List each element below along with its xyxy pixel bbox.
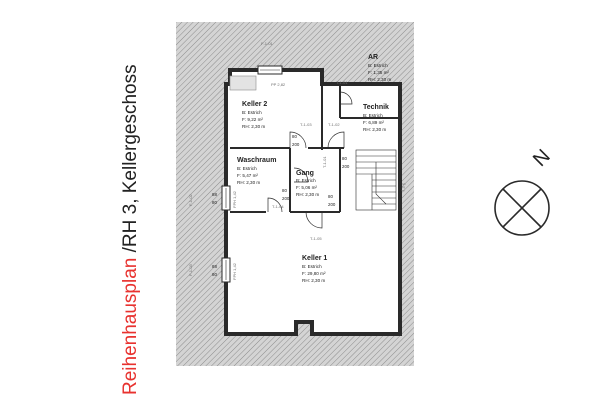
room-line: RH: 2,30 m: [237, 180, 260, 185]
room-name: Gang: [296, 170, 314, 177]
room-name: Technik: [363, 104, 389, 111]
dim-80: 80: [282, 188, 287, 193]
room-line: F: 6,89 m²: [363, 120, 384, 125]
room-line: B: Estrich: [296, 178, 316, 183]
interior-walls: [230, 84, 400, 213]
room-line: RH: 2,30 m: [242, 124, 265, 129]
window-sills: [225, 69, 280, 280]
room-line: RH: 2,30 m: [296, 192, 319, 197]
dim-200: 200: [342, 164, 350, 169]
floor-plan: Keller 2 B: Estrich F: 9,22 m² RH: 2,30 …: [176, 22, 414, 366]
dim-88: 88: [212, 264, 217, 269]
tag-f103: F-1-03: [188, 263, 193, 276]
svg-text:Reihenhausplan /RH 3, Kellerge: Reihenhausplan /RH 3, Kellergeschoss: [120, 64, 141, 395]
tag-t102: T-1-02: [328, 122, 340, 127]
north-compass: N: [494, 145, 555, 236]
room-line: F: 9,22 m²: [242, 117, 263, 122]
room-name: Keller 2: [242, 101, 267, 108]
room-name: Keller 1: [302, 255, 327, 262]
room-keller2: Keller 2 B: Estrich F: 9,22 m² RH: 2,30 …: [242, 101, 267, 129]
dim-80: 80: [212, 200, 217, 205]
staircase: [355, 149, 397, 211]
dim-200: 200: [328, 202, 336, 207]
tag-pp: PP 2,82: [271, 82, 286, 87]
dim-80: 80: [212, 272, 217, 277]
room-waschraum: Waschraum B: Estrich F: 5,47 m² RH: 2,30…: [237, 157, 276, 185]
room-gang: Gang B: Estrich F: 5,06 m² RH: 2,30 m: [296, 170, 319, 197]
room-line: RH: 2,30 m: [368, 77, 391, 82]
room-line: B: Estrich: [368, 63, 388, 68]
dim-80: 80: [292, 134, 297, 139]
room-line: RH: 2,30 m: [302, 278, 325, 283]
room-line: B: Estrich: [302, 264, 322, 269]
compass-icon: [494, 180, 550, 236]
tag-f101: F-1-01: [261, 41, 274, 46]
room-name: AR: [368, 54, 378, 61]
room-technik: Technik B: Estrich F: 6,89 m² RH: 2,30 m: [363, 104, 389, 132]
dim-80: 80: [328, 194, 333, 199]
room-line: F: 29,80 m²: [302, 271, 326, 276]
dim-80: 80: [342, 156, 347, 161]
plan-title: Reihenhausplan /RH 3, Kellergeschoss: [120, 64, 141, 395]
tag-f102: F-1-02: [188, 193, 193, 206]
tag-t104: T-1-04: [272, 204, 284, 209]
light-well: [229, 75, 257, 91]
room-line: B: Estrich: [242, 110, 262, 115]
tag-fph-lower: FPH 1,42: [232, 262, 237, 280]
tag-t101-vert: T-1-01: [322, 156, 327, 168]
dim-200: 200: [292, 142, 300, 147]
room-line: F: 5,47 m²: [237, 173, 258, 178]
room-line: F: 1,35 m²: [368, 70, 389, 75]
dim-88: 88: [212, 192, 217, 197]
room-line: B: Estrich: [363, 113, 383, 118]
tag-fph-upper: FPH 1,42: [232, 190, 237, 208]
room-line: B: Estrich: [237, 166, 257, 171]
tag-t105: T-1-05: [310, 236, 322, 241]
tag-t103: T-1-03: [300, 122, 312, 127]
dim-200: 200: [282, 196, 290, 201]
north-label: N: [529, 145, 555, 171]
plan-title-main: Reihenhausplan: [120, 258, 141, 395]
stair-steps: 1 3 5: [400, 182, 407, 192]
room-name: Waschraum: [237, 157, 276, 164]
room-line: F: 5,06 m²: [296, 185, 317, 190]
doors: [267, 91, 353, 229]
plan-title-sub: /RH 3, Kellergeschoss: [120, 64, 141, 257]
tag-t101: T-1-01: [336, 80, 348, 85]
room-ar: AR B: Estrich F: 1,35 m² RH: 2,30 m: [368, 54, 391, 82]
room-keller1: Keller 1 B: Estrich F: 29,80 m² RH: 2,30…: [302, 255, 327, 283]
room-line: RH: 2,30 m: [363, 127, 386, 132]
